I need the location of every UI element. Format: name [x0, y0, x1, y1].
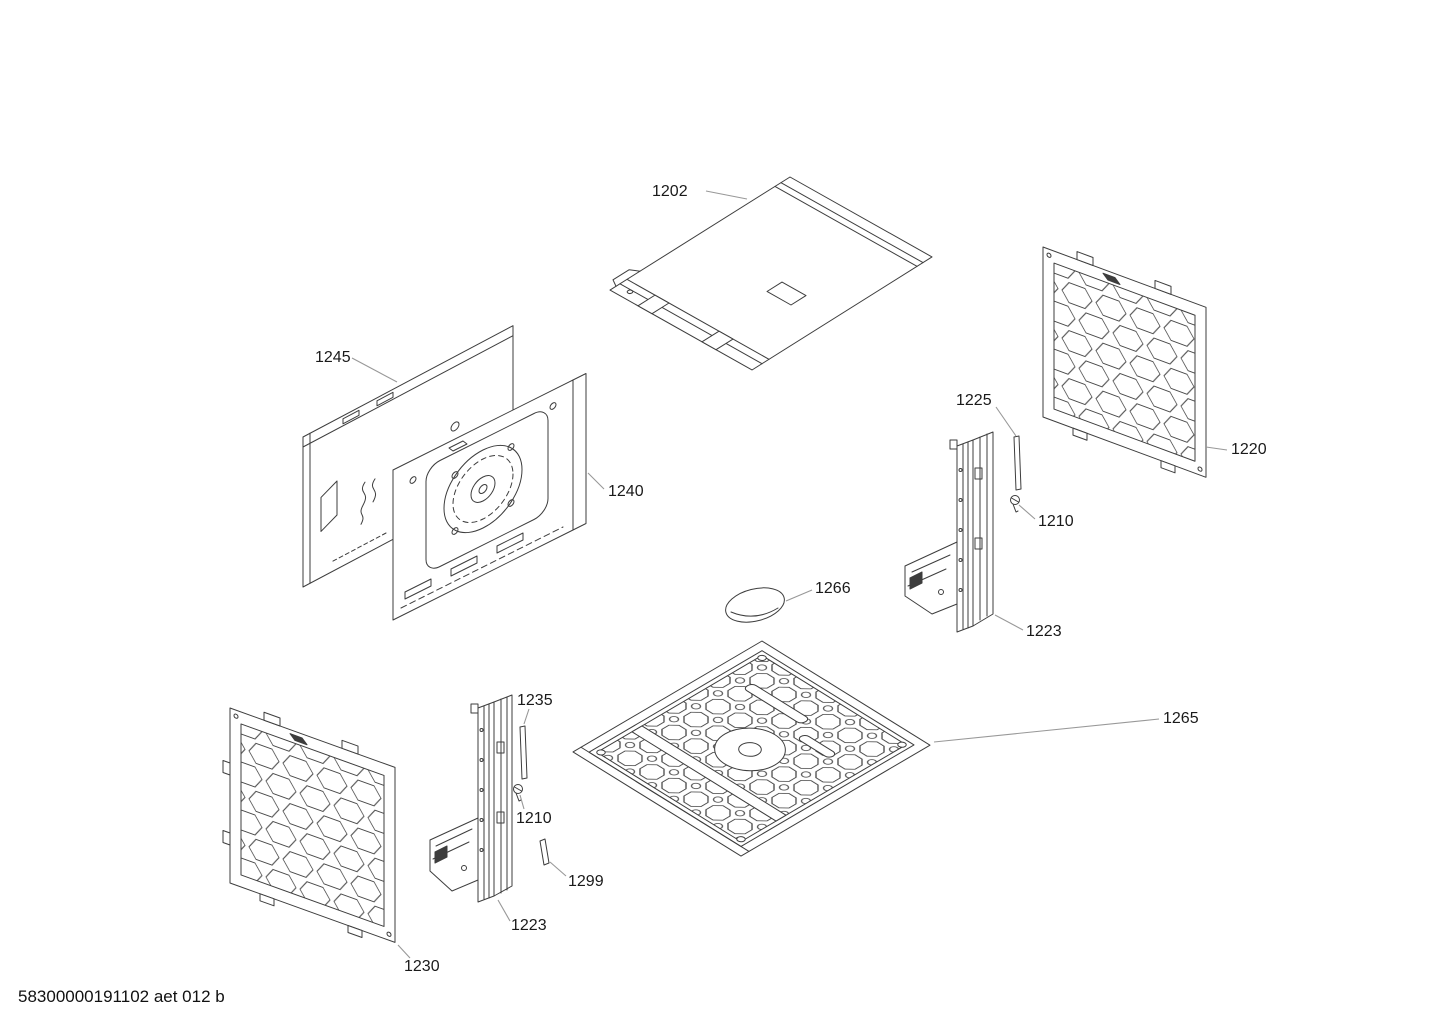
leader-1240 — [587, 472, 605, 490]
part-1225-strip — [1013, 435, 1022, 491]
part-1223-bracket-bottom — [429, 694, 513, 903]
leader-1266 — [785, 589, 813, 602]
part-label-1245: 1245 — [315, 349, 351, 366]
part-1240-blower-panel — [393, 374, 586, 621]
part-label-1235: 1235 — [517, 692, 553, 709]
part-1210-screw-bottom — [513, 784, 523, 802]
document-number: 58300000191102 aet 012 b — [18, 987, 225, 1006]
part-label-1230: 1230 — [404, 958, 440, 975]
leader-1225 — [995, 406, 1017, 437]
leader-lines — [351, 190, 1228, 959]
part-label-1299: 1299 — [568, 873, 604, 890]
part-1299-strip — [539, 838, 550, 866]
part-label-1223-right: 1223 — [1026, 623, 1062, 640]
leader-1223b — [497, 899, 511, 922]
part-label-1266: 1266 — [815, 580, 851, 597]
leader-1202 — [705, 190, 748, 200]
part-1223-bracket-right — [904, 431, 994, 633]
part-label-1265: 1265 — [1163, 710, 1199, 727]
leader-1235 — [523, 708, 530, 725]
part-label-1202: 1202 — [652, 183, 688, 200]
leader-1210a — [1018, 504, 1036, 520]
leader-1210b — [519, 794, 525, 810]
leader-1265 — [933, 718, 1160, 743]
part-1265-base-plate — [573, 641, 930, 856]
leader-1245 — [351, 357, 398, 383]
part-label-1240: 1240 — [608, 483, 644, 500]
part-labels: 1202 1245 1240 1220 1225 1210 1223 1266 … — [315, 183, 1267, 975]
part-1235-strip — [519, 725, 528, 780]
part-label-1225: 1225 — [956, 392, 992, 409]
part-label-1210-bottom: 1210 — [516, 810, 552, 827]
part-label-1223-bottom: 1223 — [511, 917, 547, 934]
part-1230-side-panel-left — [223, 697, 395, 949]
leader-1299 — [549, 861, 567, 877]
part-label-1220: 1220 — [1231, 441, 1267, 458]
leader-1230 — [397, 944, 411, 959]
part-1210-screw-right — [1010, 495, 1020, 513]
part-label-1210-right: 1210 — [1038, 513, 1074, 530]
leader-1223a — [994, 614, 1024, 631]
leader-1220 — [1205, 446, 1228, 451]
part-1266-cover — [725, 587, 785, 623]
part-1220-side-panel-right — [1043, 239, 1206, 484]
part-1202-top-cover — [603, 173, 932, 370]
